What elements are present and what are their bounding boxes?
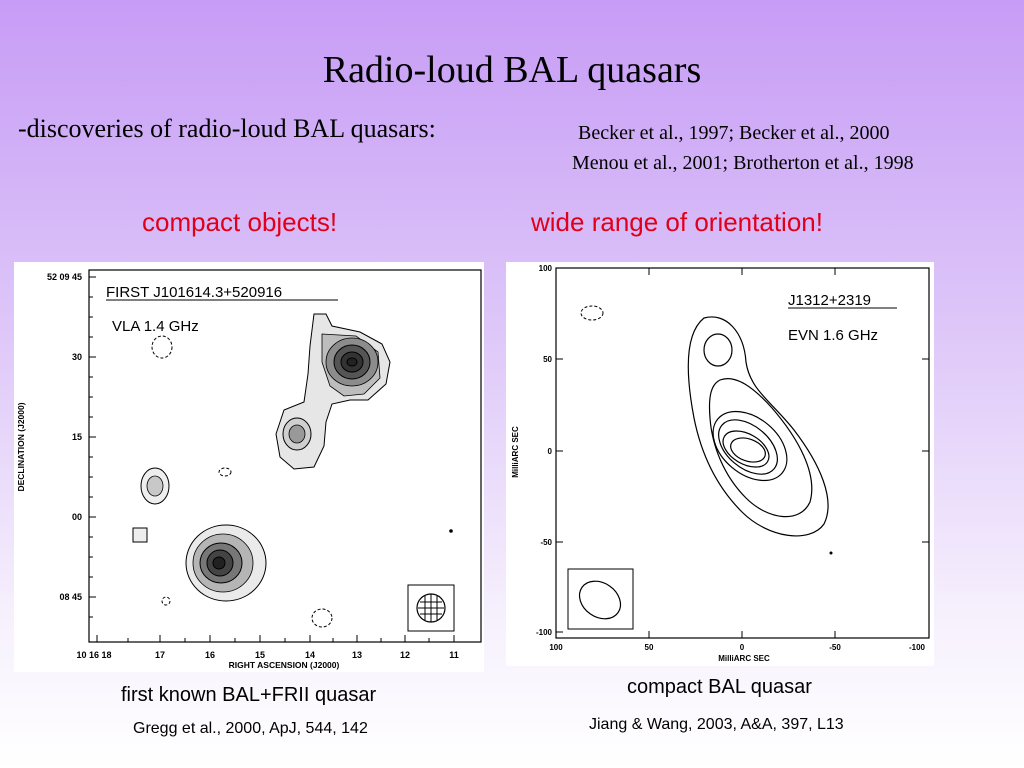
- references-line-1: Becker et al., 1997; Becker et al., 2000: [578, 122, 890, 144]
- x-tick-label: -100: [909, 643, 926, 652]
- y-tick-label: -50: [540, 538, 552, 547]
- x-tick-label: 50: [645, 643, 654, 652]
- x-tick-label: -50: [829, 643, 841, 652]
- slide-subtitle: -discoveries of radio-loud BAL quasars:: [18, 114, 436, 143]
- x-tick-label: 11: [449, 650, 459, 660]
- noise-dot: [829, 551, 833, 555]
- references-line-2: Menou et al., 2001; Brotherton et al., 1…: [572, 152, 914, 174]
- radio-lobe-middle: [282, 417, 312, 451]
- noise-dot: [449, 529, 453, 533]
- highlight-wide-orientation: wide range of orientation!: [531, 207, 823, 237]
- left-figure-reference: Gregg et al., 2000, ApJ, 544, 142: [133, 720, 368, 737]
- negative-contour: [218, 467, 232, 477]
- y-tick-label: -100: [536, 628, 553, 637]
- x-tick-label: 12: [400, 650, 410, 660]
- y-tick-label: 0: [548, 447, 553, 456]
- y-tick-label: 30: [72, 352, 82, 362]
- right-figure-reference: Jiang & Wang, 2003, A&A, 397, L13: [589, 716, 844, 733]
- slide-title: Radio-loud BAL quasars: [322, 49, 702, 91]
- left-figure-caption: first known BAL+FRII quasar: [121, 684, 377, 706]
- y-tick-label: 52 09 45: [47, 272, 82, 282]
- y-tick-label: 100: [539, 264, 553, 273]
- negative-contour: [151, 335, 173, 359]
- x-tick-label: 17: [155, 650, 165, 660]
- evn-radio-map-figure: 100 50 0 -50 -100 100 50 0 -50 -100 Mill…: [506, 262, 934, 666]
- x-axis-label: MilliARC SEC: [718, 654, 770, 663]
- radio-source-small: [132, 527, 148, 543]
- x-axis-label: RIGHT ASCENSION (J2000): [229, 660, 340, 670]
- y-tick-label: 15: [72, 432, 82, 442]
- vla-radio-map-figure: 52 09 45 30 15 00 08 45 10 16 18 17 16 1…: [14, 262, 484, 672]
- x-tick-label: 16: [205, 650, 215, 660]
- source-contours: [687, 316, 829, 537]
- instrument-label: EVN 1.6 GHz: [788, 327, 878, 344]
- negative-contour: [580, 305, 604, 321]
- right-figure-caption: compact BAL quasar: [627, 676, 812, 698]
- y-tick-label: 50: [543, 355, 552, 364]
- instrument-label: VLA 1.4 GHz: [112, 318, 199, 335]
- x-tick-label: 14: [305, 650, 315, 660]
- source-label: J1312+2319: [788, 292, 871, 309]
- y-tick-label: 08 45: [59, 592, 82, 602]
- y-tick-label: 00: [72, 512, 82, 522]
- x-tick-label: 13: [352, 650, 362, 660]
- negative-contour: [311, 608, 333, 628]
- x-tick-label: 100: [549, 643, 563, 652]
- radio-core-south: [185, 524, 267, 602]
- negative-contour: [161, 596, 171, 606]
- source-label: FIRST J101614.3+520916: [106, 284, 282, 301]
- x-tick-label: 0: [740, 643, 745, 652]
- y-axis-label: DECLINATION (J2000): [16, 402, 26, 491]
- vla-radio-map-svg: 52 09 45 30 15 00 08 45 10 16 18 17 16 1…: [16, 269, 482, 670]
- beam-indicator: [567, 568, 634, 630]
- x-tick-label: 15: [255, 650, 265, 660]
- highlight-compact-objects: compact objects!: [142, 207, 338, 237]
- beam-indicator: [407, 584, 455, 632]
- y-axis-label: MilliARC SEC: [511, 426, 520, 478]
- radio-source-west: [140, 467, 170, 505]
- x-tick-label: 10 16 18: [76, 650, 111, 660]
- evn-radio-map-svg: 100 50 0 -50 -100 100 50 0 -50 -100 Mill…: [511, 264, 930, 663]
